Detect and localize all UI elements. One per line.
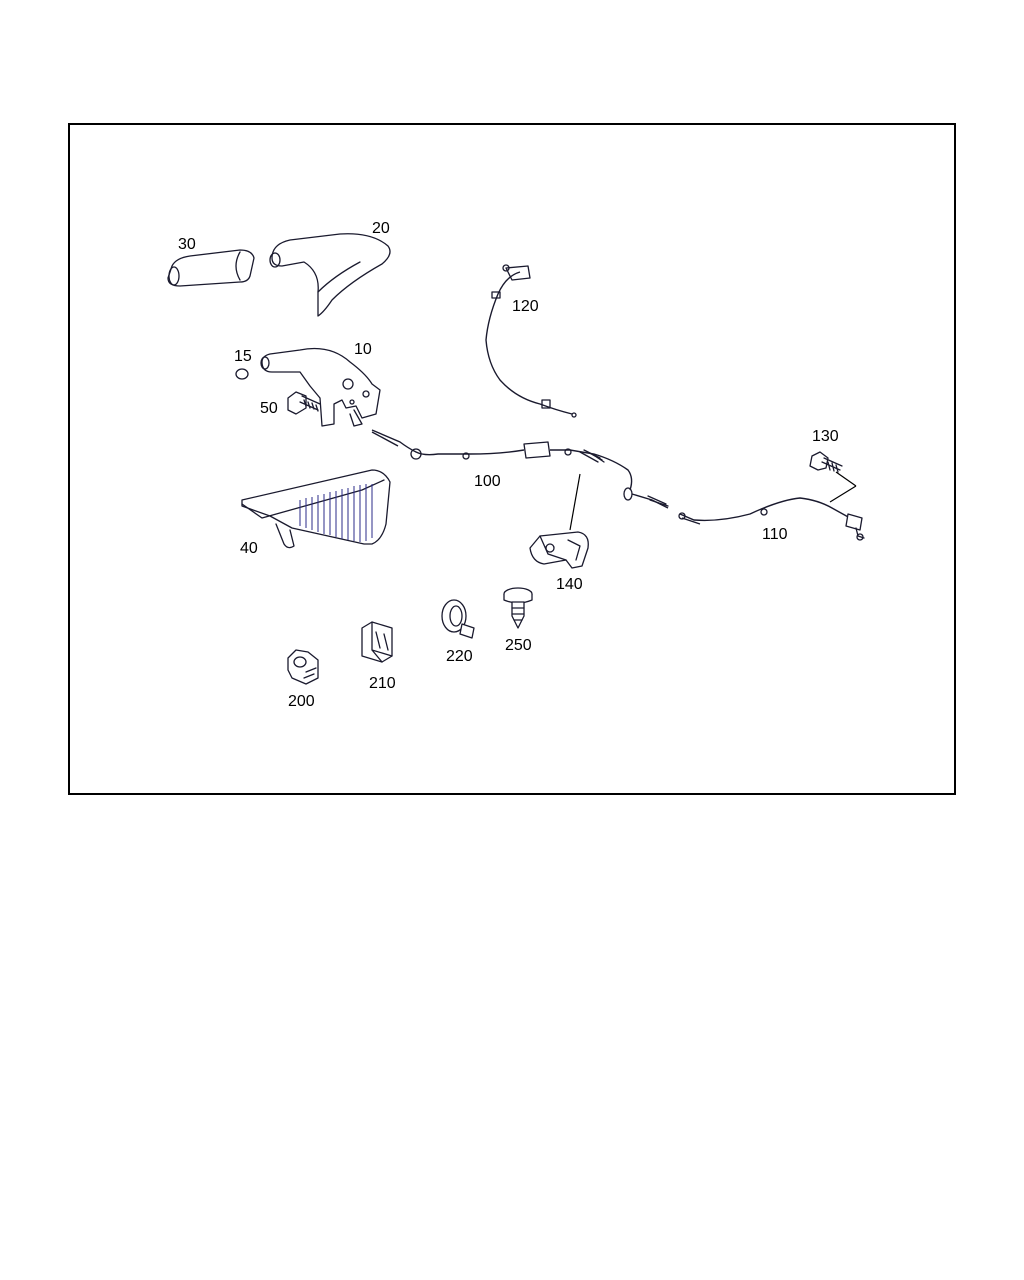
part-130-screw[interactable] [809,451,843,473]
part-50-bolt[interactable] [287,391,321,415]
leader-140 [569,473,581,531]
part-140-bracket[interactable] [529,531,589,569]
label-200: 200 [288,693,315,710]
part-220-clamp[interactable] [441,599,475,639]
label-250: 250 [505,637,532,654]
part-120-cable[interactable] [485,264,577,418]
label-10: 10 [354,341,372,358]
label-210: 210 [369,675,396,692]
part-10-handbrake-lever[interactable] [260,347,381,427]
label-30: 30 [178,236,196,253]
label-20: 20 [372,220,390,237]
label-140: 140 [556,576,583,593]
part-40-trim-cover[interactable] [241,469,391,549]
label-220: 220 [446,648,473,665]
part-250-push-rivet[interactable] [503,587,533,629]
diagram-frame [68,123,956,795]
label-120: 120 [512,298,539,315]
part-110-rear-cable[interactable] [678,497,865,541]
part-20-lever-cover[interactable] [269,233,391,317]
part-200-holder[interactable] [287,649,319,685]
part-210-clip[interactable] [361,621,393,663]
label-130: 130 [812,428,839,445]
part-30-grip-sleeve[interactable] [167,249,255,287]
part-100-front-cable[interactable] [371,429,669,509]
label-100: 100 [474,473,501,490]
label-50: 50 [260,400,278,417]
label-110: 110 [762,526,788,543]
label-40: 40 [240,540,258,557]
leader-130-b [829,485,857,503]
part-15-cap[interactable] [235,368,249,380]
leader-130-a [835,471,857,487]
label-15: 15 [234,348,252,365]
